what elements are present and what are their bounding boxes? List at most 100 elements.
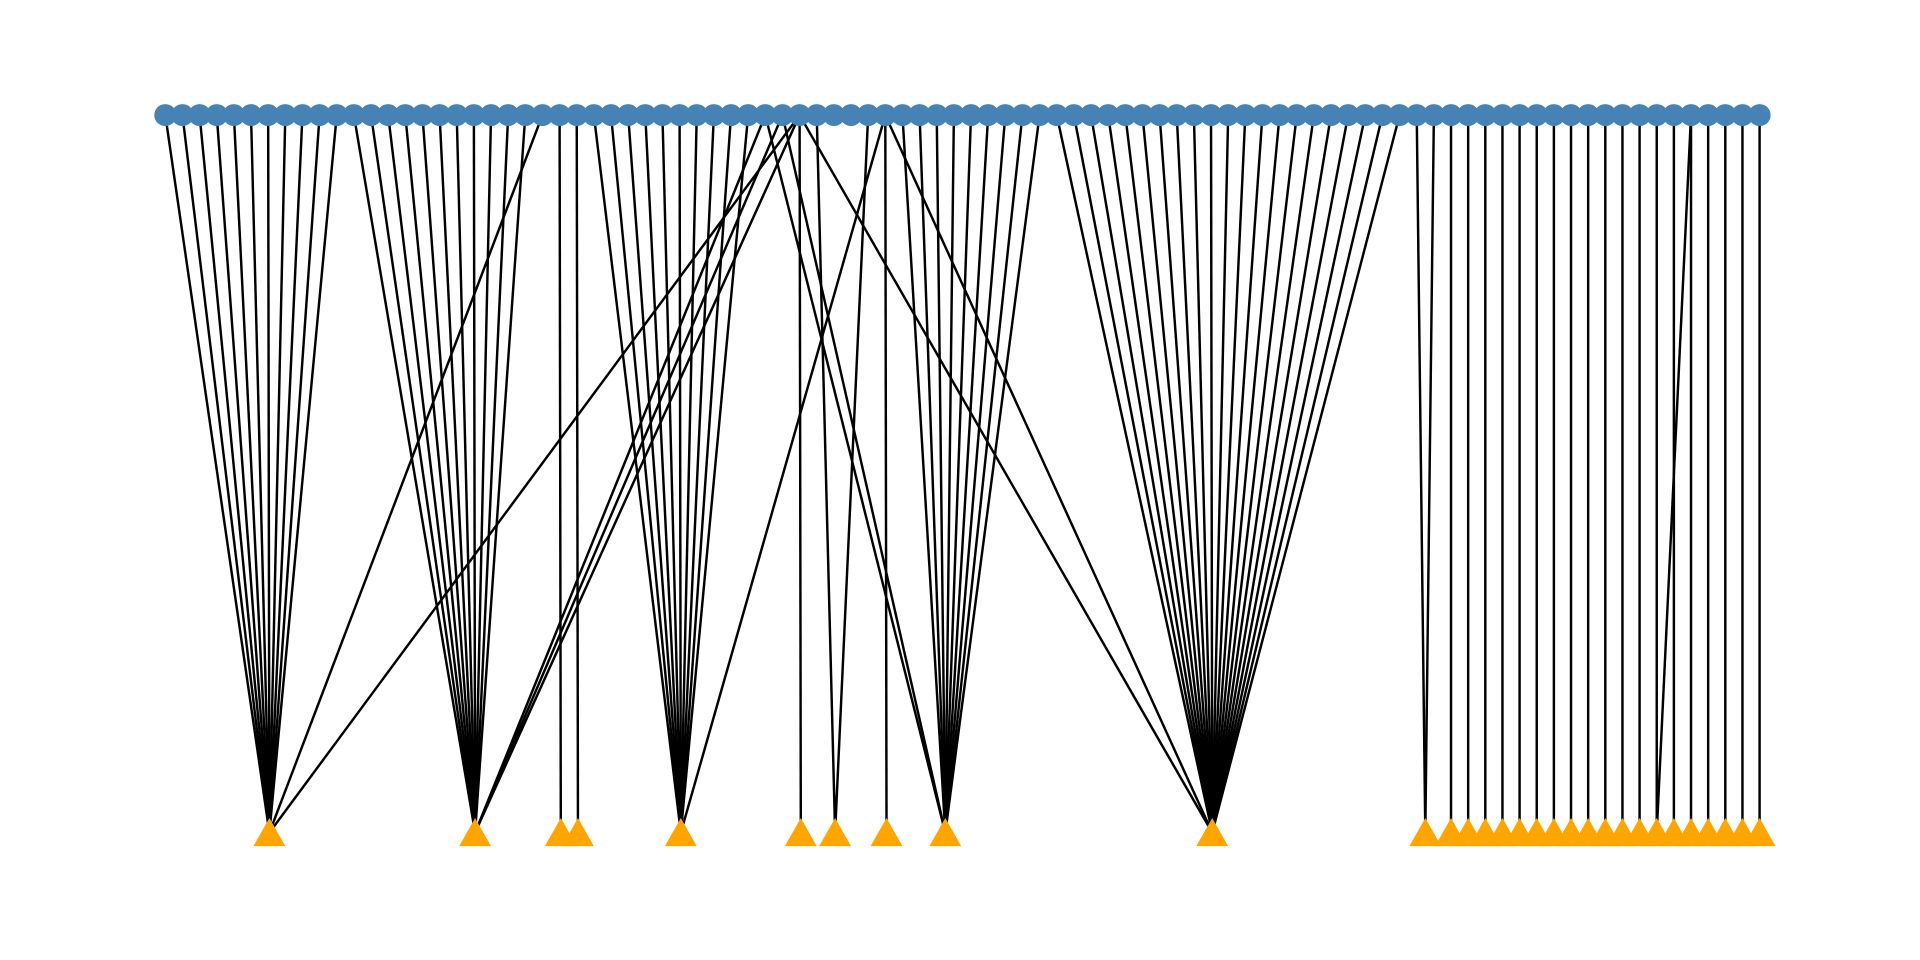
top-node bbox=[1508, 104, 1531, 127]
bottom-node bbox=[784, 817, 817, 847]
edge bbox=[679, 115, 716, 833]
top-node bbox=[651, 104, 674, 127]
top-node bbox=[977, 104, 1000, 127]
edge bbox=[1211, 114, 1298, 833]
edge bbox=[249, 115, 271, 833]
bottom-node bbox=[819, 817, 852, 847]
edge bbox=[164, 114, 271, 833]
edge bbox=[1211, 114, 1316, 833]
top-node bbox=[1302, 104, 1325, 127]
top-node bbox=[1388, 104, 1411, 127]
top-node bbox=[1645, 104, 1668, 127]
edge bbox=[266, 115, 271, 833]
top-node bbox=[1611, 104, 1634, 127]
top-node bbox=[908, 104, 931, 127]
edge bbox=[764, 114, 947, 833]
top-node bbox=[325, 104, 348, 127]
edge bbox=[1424, 115, 1436, 833]
edge bbox=[798, 115, 803, 833]
edge bbox=[473, 115, 510, 833]
edge bbox=[679, 115, 733, 833]
edge bbox=[268, 115, 321, 833]
edge bbox=[592, 114, 683, 833]
top-node bbox=[1268, 104, 1291, 127]
edge bbox=[1192, 115, 1214, 833]
edge bbox=[944, 114, 1024, 833]
edge bbox=[386, 114, 477, 833]
edge bbox=[1141, 114, 1214, 833]
top-node bbox=[857, 104, 880, 127]
edge bbox=[944, 115, 990, 833]
edge bbox=[1089, 114, 1214, 833]
top-node bbox=[1628, 104, 1651, 127]
edge bbox=[781, 114, 947, 833]
top-node bbox=[1131, 104, 1154, 127]
edge bbox=[833, 115, 870, 833]
edge bbox=[268, 115, 287, 833]
top-node bbox=[565, 104, 588, 127]
top-node bbox=[1200, 104, 1223, 127]
top-node bbox=[788, 104, 811, 127]
edge bbox=[352, 114, 477, 833]
top-node bbox=[1697, 104, 1720, 127]
top-node bbox=[1285, 104, 1308, 127]
top-node bbox=[308, 104, 331, 127]
top-node bbox=[480, 104, 503, 127]
edge bbox=[1158, 115, 1214, 833]
top-node bbox=[188, 104, 211, 127]
top-node bbox=[1542, 104, 1565, 127]
edge bbox=[935, 115, 947, 833]
top-node bbox=[531, 104, 554, 127]
top-node bbox=[1337, 104, 1360, 127]
top-node bbox=[1045, 104, 1068, 127]
top-node bbox=[1165, 104, 1188, 127]
edge bbox=[661, 115, 683, 833]
edge bbox=[1211, 114, 1333, 833]
edge bbox=[268, 115, 304, 833]
top-node bbox=[1114, 104, 1137, 127]
edge bbox=[472, 115, 477, 833]
top-node bbox=[205, 104, 228, 127]
top-node bbox=[600, 104, 623, 127]
top-node bbox=[342, 104, 365, 127]
edges-layer bbox=[164, 114, 1761, 834]
edge bbox=[215, 115, 271, 833]
edge bbox=[455, 115, 477, 833]
edge bbox=[181, 114, 271, 833]
top-node bbox=[171, 104, 194, 127]
top-node bbox=[960, 104, 983, 127]
edge bbox=[369, 114, 477, 833]
edge bbox=[678, 115, 683, 833]
edge bbox=[1124, 114, 1214, 833]
edge bbox=[473, 114, 784, 834]
bottom-node bbox=[562, 817, 594, 847]
top-node bbox=[291, 104, 314, 127]
top-node bbox=[274, 104, 297, 127]
top-node bbox=[702, 104, 725, 127]
edge bbox=[1211, 115, 1247, 833]
edge bbox=[626, 115, 683, 833]
edge bbox=[944, 115, 956, 833]
edge bbox=[404, 114, 477, 833]
top-node bbox=[925, 104, 948, 127]
edge bbox=[421, 115, 477, 833]
top-node bbox=[771, 104, 794, 127]
top-node bbox=[1474, 104, 1497, 127]
edge bbox=[1209, 115, 1214, 833]
top-node bbox=[360, 104, 383, 127]
edge bbox=[679, 114, 887, 833]
top-node bbox=[1748, 104, 1771, 127]
edge bbox=[815, 115, 837, 833]
top-node bbox=[634, 104, 657, 127]
edge bbox=[1055, 114, 1214, 833]
top-node bbox=[222, 104, 245, 127]
top-node bbox=[617, 104, 640, 127]
bottom-node bbox=[870, 817, 903, 847]
top-node bbox=[1680, 104, 1703, 127]
top-node bbox=[1457, 104, 1480, 127]
edge bbox=[198, 114, 271, 833]
top-node bbox=[497, 104, 520, 127]
edge bbox=[1211, 114, 1367, 833]
edge bbox=[1211, 114, 1384, 833]
top-node bbox=[822, 104, 845, 127]
